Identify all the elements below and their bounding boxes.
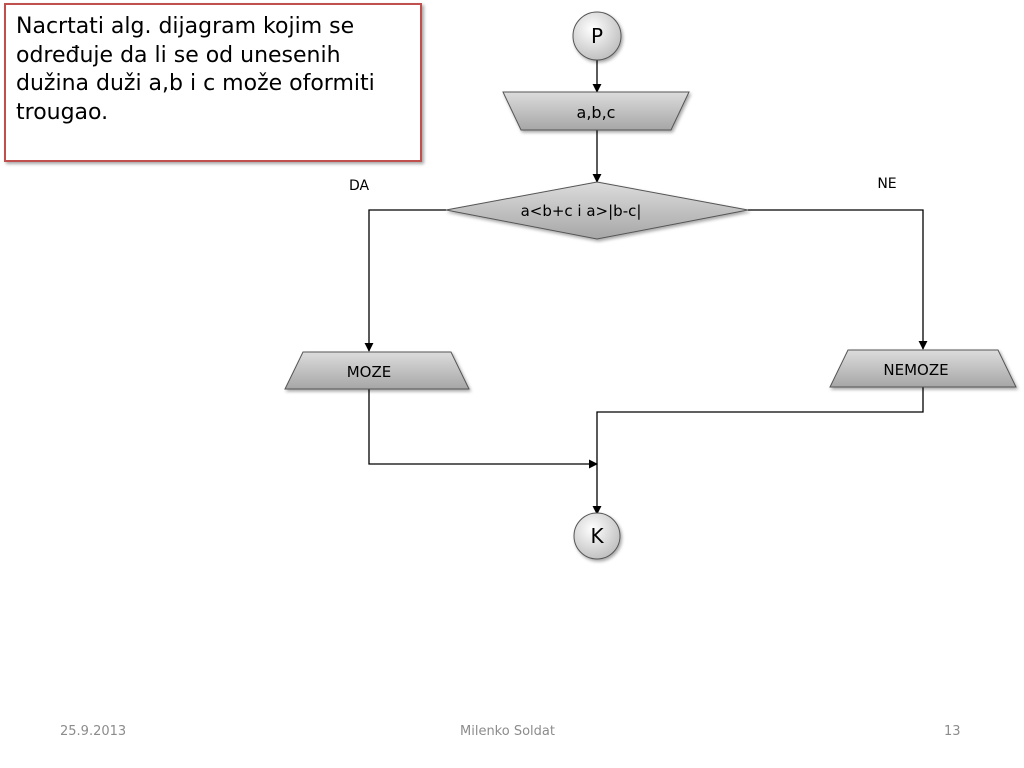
- connector-nemoze-to-end: [592, 387, 924, 515]
- task-description-box: Nacrtati alg. dijagram kojim se određuje…: [4, 3, 422, 162]
- footer-page-number: 13: [944, 724, 961, 739]
- decision-node: a<b+c i a>|b-c|: [445, 181, 749, 240]
- end-label: K: [590, 524, 604, 548]
- decision-label: a<b+c i a>|b-c|: [521, 202, 642, 220]
- output-no-node: NEMOZE: [829, 349, 1017, 388]
- no-branch-label: NE: [877, 176, 896, 192]
- output-yes-node: MOZE: [284, 351, 470, 390]
- output-yes-label: MOZE: [347, 363, 392, 381]
- input-label: a,b,c: [577, 103, 616, 122]
- footer-date: 25.9.2013: [60, 724, 127, 739]
- footer-author: Milenko Soldat: [460, 724, 555, 739]
- connector-decision-no-to-nemoze: [748, 209, 928, 350]
- input-node: a,b,c: [502, 91, 690, 131]
- start-node: P: [572, 11, 622, 61]
- task-description-text: Nacrtati alg. dijagram kojim se određuje…: [16, 14, 375, 125]
- connectors: [364, 60, 928, 515]
- connector-moze-to-merge: [368, 389, 598, 469]
- end-node: K: [573, 512, 621, 560]
- output-no-label: NEMOZE: [883, 361, 948, 379]
- connector-decision-yes-to-moze: [364, 209, 446, 352]
- start-label: P: [591, 24, 603, 48]
- yes-branch-label: DA: [349, 178, 370, 194]
